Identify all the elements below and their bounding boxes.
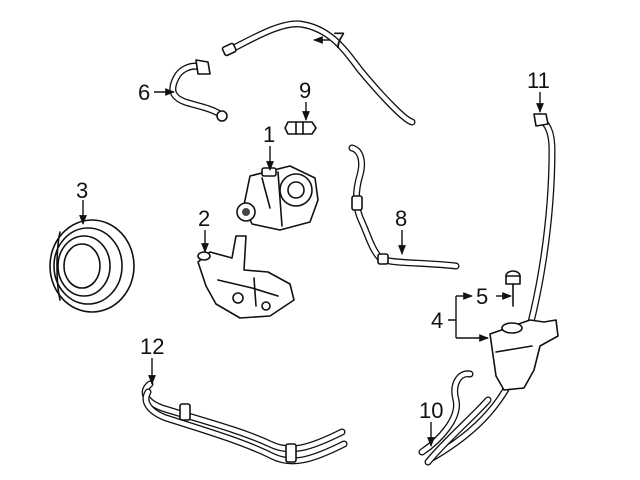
callout-1: 1 (263, 122, 275, 147)
return-line-10 (418, 370, 492, 466)
callout-4: 4 (431, 308, 443, 333)
pulley-3 (49, 219, 135, 313)
callout-labels: 1 2 3 4 5 6 7 8 9 10 11 12 (76, 28, 550, 423)
callout-12: 12 (140, 334, 164, 359)
callout-11: 11 (527, 68, 550, 93)
pressure-fitting-9 (284, 121, 317, 135)
pump-bracket-2 (197, 235, 295, 319)
supply-line-11 (428, 113, 556, 462)
reservoir-4 (489, 319, 559, 391)
power-steering-pump-1 (236, 165, 319, 231)
callout-5: 5 (476, 284, 488, 309)
reservoir-cap-5 (505, 270, 521, 307)
suction-hose-8 (348, 144, 460, 270)
leader-lines (79, 36, 544, 447)
return-hose-7 (221, 20, 416, 126)
cooler-lines-12 (141, 380, 348, 465)
callout-7: 7 (333, 28, 345, 53)
callout-8: 8 (395, 206, 407, 231)
callout-6: 6 (138, 80, 150, 105)
pressure-hose-6 (169, 59, 228, 122)
callout-10: 10 (419, 398, 443, 423)
callout-9: 9 (299, 78, 311, 103)
leader-4-bracket (448, 296, 457, 338)
callout-2: 2 (198, 206, 210, 231)
callout-3: 3 (76, 178, 88, 203)
